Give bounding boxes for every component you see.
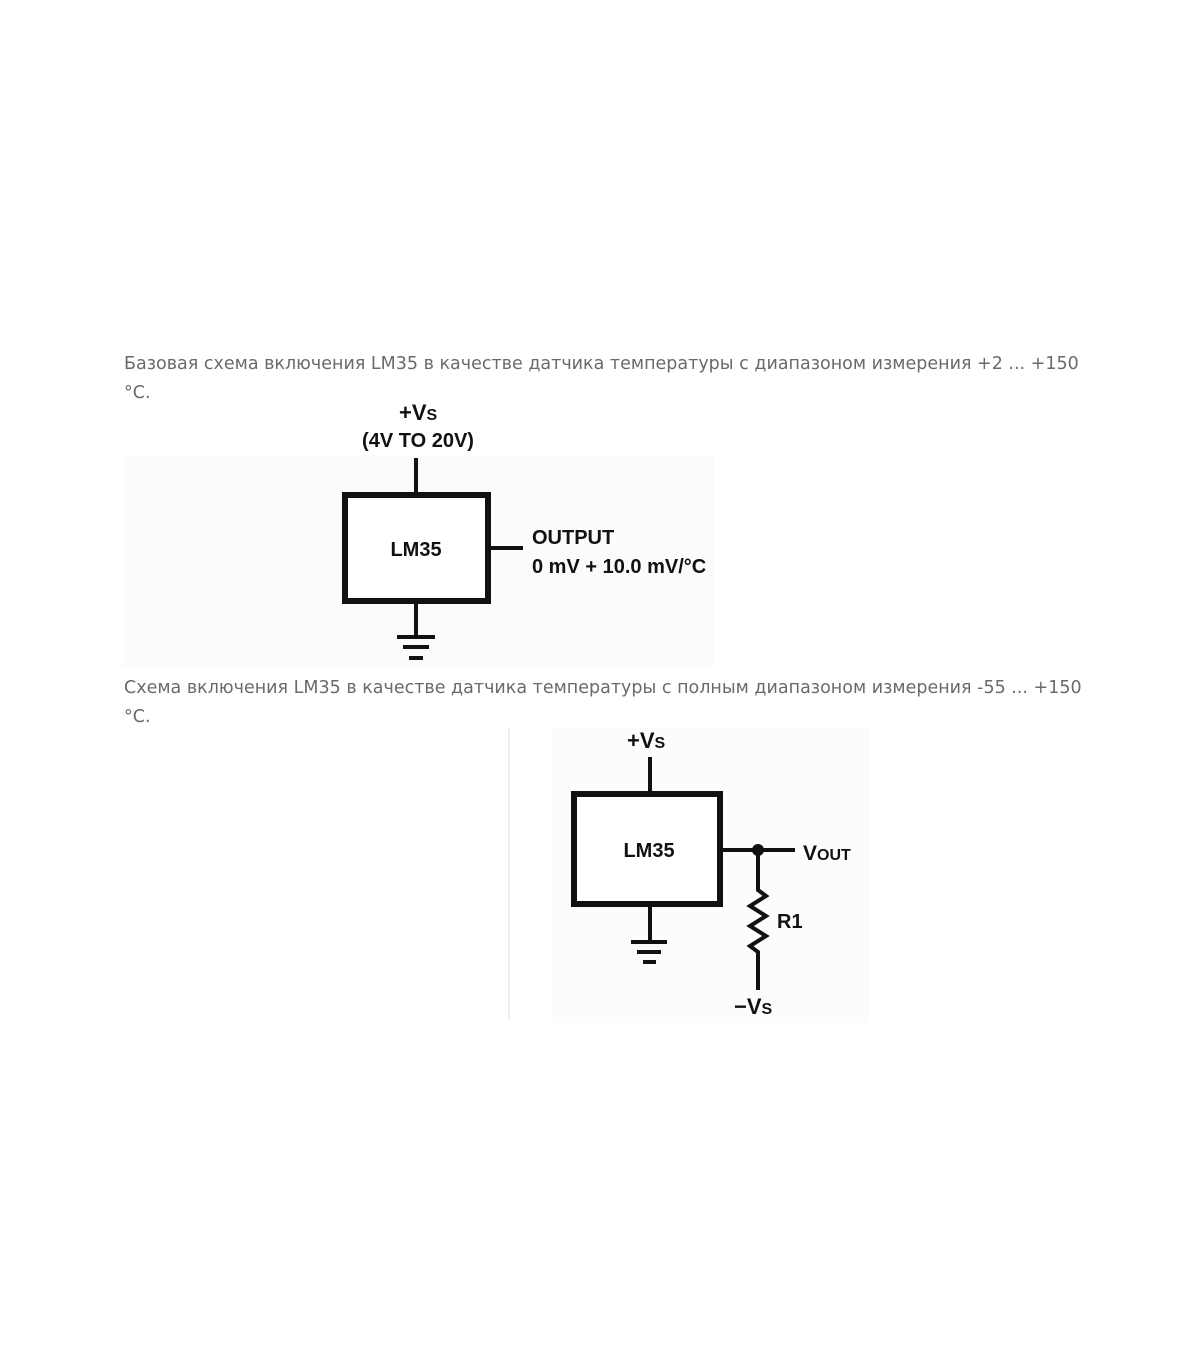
output-label: OUTPUT bbox=[532, 527, 614, 549]
resistor-label: R1 bbox=[777, 911, 803, 933]
supply-label: +VS bbox=[627, 728, 666, 753]
supply-range-label: (4V TO 20V) bbox=[362, 430, 474, 452]
chip-label: LM35 bbox=[623, 840, 674, 862]
negative-supply-label: −VS bbox=[734, 994, 773, 1019]
diagram-basic: LM35 +VS (4V TO 20V) OUTPUT 0 mV + 10.0 … bbox=[124, 400, 714, 667]
resistor-icon bbox=[746, 850, 770, 990]
diagram-full-range: +VS LM35 VOUT R1 −VS bbox=[508, 728, 870, 1023]
supply-label: +VS bbox=[399, 400, 438, 425]
ground-icon bbox=[397, 603, 435, 660]
chip-label: LM35 bbox=[390, 539, 441, 561]
lm35-chip bbox=[571, 791, 723, 907]
caption-full-range-circuit: Схема включения LM35 в качестве датчика … bbox=[124, 678, 1082, 727]
output-formula: 0 mV + 10.0 mV/°C bbox=[532, 556, 706, 578]
caption-basic-circuit: Базовая схема включения LM35 в качестве … bbox=[124, 354, 1079, 403]
vout-label: VOUT bbox=[803, 842, 851, 865]
ground-icon bbox=[631, 905, 667, 964]
lm35-chip bbox=[342, 492, 491, 604]
